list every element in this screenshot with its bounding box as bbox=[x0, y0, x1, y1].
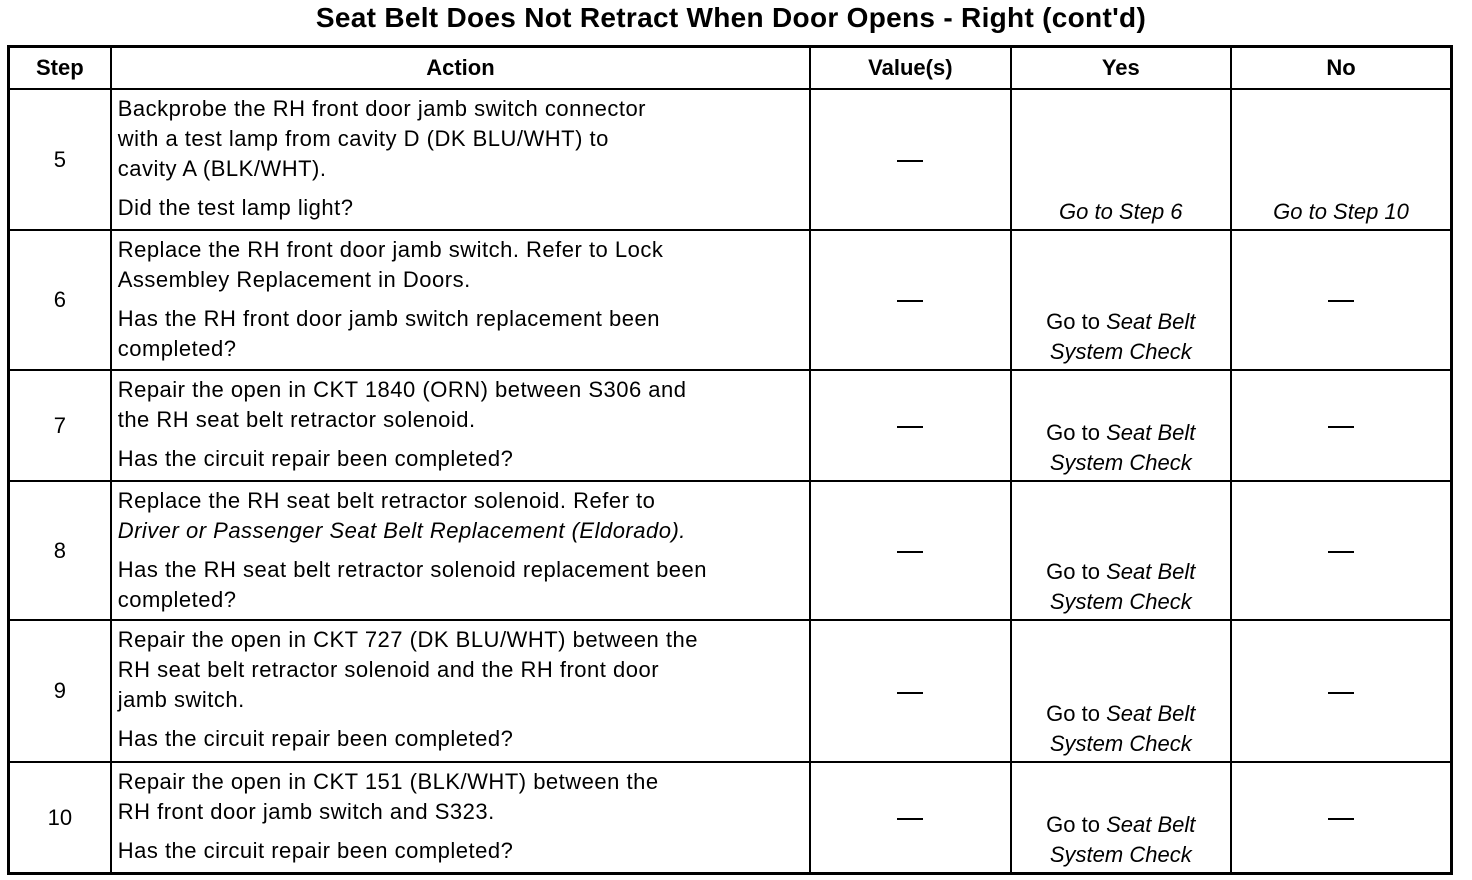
dash-mark bbox=[1328, 425, 1354, 428]
value-cell bbox=[809, 761, 1012, 875]
table-row: 8 Replace the RH seat belt retractor sol… bbox=[7, 480, 1453, 622]
step-number: 6 bbox=[7, 229, 112, 372]
action-line: Driver or Passenger Seat Belt Replacemen… bbox=[117, 518, 686, 544]
action-line: RH front door jamb switch and S323. bbox=[117, 799, 495, 825]
step-number: 5 bbox=[7, 87, 112, 232]
question-line: completed? bbox=[117, 336, 237, 362]
no-cell bbox=[1230, 369, 1453, 483]
action-line: Backprobe the RH front door jamb switch … bbox=[117, 96, 647, 121]
dash-mark bbox=[1328, 817, 1354, 820]
action-line: Replace the RH seat belt retractor solen… bbox=[117, 488, 656, 514]
dash-mark bbox=[897, 425, 924, 428]
table-row: 9 Repair the open in CKT 727 (DK BLU/WHT… bbox=[7, 619, 1453, 764]
header-no: No bbox=[1230, 45, 1453, 90]
dash-mark bbox=[897, 159, 924, 162]
value-cell bbox=[809, 480, 1012, 622]
yes-target: Seat Belt bbox=[1106, 812, 1196, 837]
action-cell: Repair the open in CKT 151 (BLK/WHT) bet… bbox=[109, 761, 812, 875]
dash-mark bbox=[897, 691, 924, 694]
question-line: Did the test lamp light? bbox=[117, 195, 354, 220]
table-row: 7 Repair the open in CKT 1840 (ORN) betw… bbox=[7, 369, 1453, 483]
action-line: with a test lamp from cavity D (DK BLU/W… bbox=[117, 126, 609, 151]
action-cell: Replace the RH front door jamb switch. R… bbox=[109, 229, 812, 372]
yes-goto: Go to bbox=[1046, 559, 1100, 585]
step-number: 8 bbox=[7, 480, 112, 622]
question-line: Has the circuit repair been completed? bbox=[117, 838, 514, 864]
header-yes: Yes bbox=[1009, 45, 1233, 90]
value-cell bbox=[809, 229, 1012, 372]
yes-target-line: System Check bbox=[1049, 589, 1192, 615]
no-cell bbox=[1230, 480, 1453, 622]
question-line: Has the circuit repair been completed? bbox=[117, 446, 514, 472]
yes-target: Seat Belt bbox=[1106, 559, 1196, 585]
action-line: RH seat belt retractor solenoid and the … bbox=[117, 657, 660, 683]
action-line: jamb switch. bbox=[117, 687, 245, 713]
yes-goto: Go to bbox=[1046, 812, 1100, 837]
yes-target: Seat Belt bbox=[1106, 420, 1196, 446]
action-line: Repair the open in CKT 151 (BLK/WHT) bet… bbox=[117, 769, 659, 795]
yes-cell: Go to Seat Belt System Check bbox=[1009, 619, 1233, 764]
action-line: Repair the open in CKT 727 (DK BLU/WHT) … bbox=[117, 627, 698, 653]
dash-mark bbox=[897, 817, 924, 820]
action-line: Assembley Replacement in Doors. bbox=[117, 267, 471, 293]
value-cell bbox=[809, 619, 1012, 764]
table-row: 5 Backprobe the RH front door jamb switc… bbox=[7, 87, 1453, 232]
dash-mark bbox=[897, 550, 924, 553]
yes-target-line: System Check bbox=[1049, 450, 1192, 476]
table-header-row: Step Action Value(s) Yes No bbox=[7, 45, 1453, 90]
yes-target: Seat Belt bbox=[1106, 309, 1196, 335]
yes-cell: Go to Step 6 bbox=[1009, 87, 1233, 232]
yes-target-line: System Check bbox=[1049, 339, 1192, 365]
action-cell: Replace the RH seat belt retractor solen… bbox=[109, 480, 812, 622]
question-line: Has the RH front door jamb switch replac… bbox=[117, 306, 660, 332]
step-number: 9 bbox=[7, 619, 112, 764]
yes-cell: Go to Seat Belt System Check bbox=[1009, 369, 1233, 483]
dash-mark bbox=[1328, 300, 1354, 303]
question-line: completed? bbox=[117, 587, 237, 613]
yes-target: Seat Belt bbox=[1106, 701, 1196, 727]
header-values: Value(s) bbox=[809, 45, 1012, 90]
no-cell: Go to Step 10 bbox=[1230, 87, 1453, 232]
table-row: 6 Replace the RH front door jamb switch.… bbox=[7, 229, 1453, 372]
no-cell bbox=[1230, 761, 1453, 875]
value-cell bbox=[809, 87, 1012, 232]
dash-mark bbox=[1328, 550, 1354, 553]
table-row: 10 Repair the open in CKT 151 (BLK/WHT) … bbox=[7, 761, 1453, 875]
yes-cell: Go to Seat Belt System Check bbox=[1009, 229, 1233, 372]
no-cell bbox=[1230, 229, 1453, 372]
header-step: Step bbox=[7, 45, 112, 90]
step-number: 10 bbox=[7, 761, 112, 875]
yes-cell: Go to Seat Belt System Check bbox=[1009, 761, 1233, 875]
yes-goto: Go to bbox=[1046, 701, 1100, 727]
no-cell bbox=[1230, 619, 1453, 764]
action-line: Repair the open in CKT 1840 (ORN) betwee… bbox=[117, 377, 687, 403]
question-line: Has the RH seat belt retractor solenoid … bbox=[117, 557, 708, 583]
yes-goto: Go to bbox=[1046, 309, 1100, 335]
action-cell: Repair the open in CKT 727 (DK BLU/WHT) … bbox=[109, 619, 812, 764]
dash-mark bbox=[1328, 691, 1354, 694]
step-number: 7 bbox=[7, 369, 112, 483]
header-action: Action bbox=[109, 45, 812, 90]
action-line: cavity A (BLK/WHT). bbox=[117, 156, 327, 181]
dash-mark bbox=[897, 300, 924, 303]
action-line: Replace the RH front door jamb switch. R… bbox=[117, 237, 664, 263]
action-line: the RH seat belt retractor solenoid. bbox=[117, 407, 476, 433]
question-line: Has the circuit repair been completed? bbox=[117, 726, 514, 752]
yes-target-line: System Check bbox=[1049, 842, 1192, 867]
yes-target-line: System Check bbox=[1049, 731, 1192, 757]
yes-goto: Go to bbox=[1046, 420, 1100, 446]
yes-cell: Go to Seat Belt System Check bbox=[1009, 480, 1233, 622]
page-title: Seat Belt Does Not Retract When Door Ope… bbox=[315, 2, 1147, 33]
action-cell: Backprobe the RH front door jamb switch … bbox=[109, 87, 812, 232]
value-cell bbox=[809, 369, 1012, 483]
diagnostic-table: Step Action Value(s) Yes No 5 Backprobe … bbox=[7, 45, 1453, 875]
action-cell: Repair the open in CKT 1840 (ORN) betwee… bbox=[109, 369, 812, 483]
